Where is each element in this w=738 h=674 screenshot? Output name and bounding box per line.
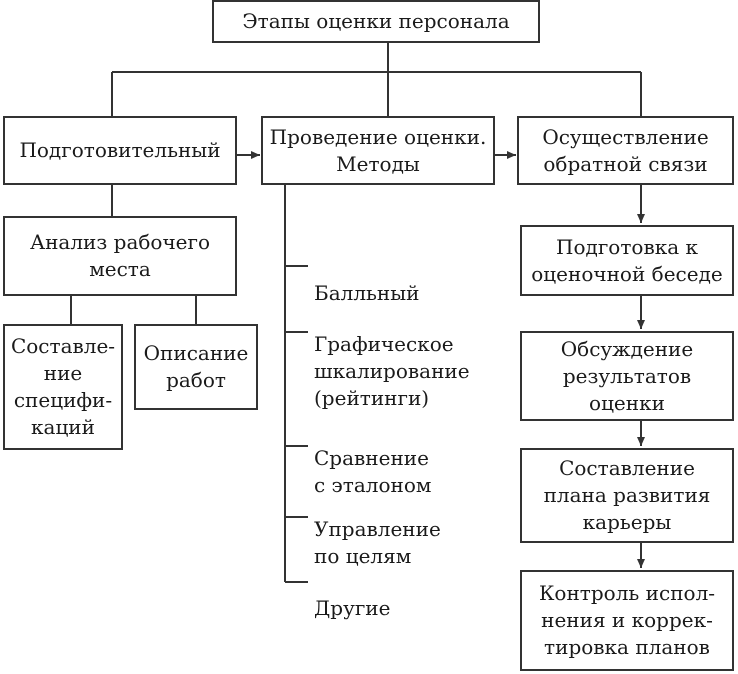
- feedback-step: Составление плана развития карьеры: [520, 448, 734, 543]
- method-item: Другие: [314, 568, 390, 649]
- feedback-step-label: Составление плана развития карьеры: [543, 456, 711, 534]
- stage-feedback: Осуществление обратной связи: [517, 116, 734, 185]
- feedback-step-label: Контроль испол- нения и коррек- тировка …: [538, 581, 716, 659]
- root-label: Этапы оценки персонала: [242, 9, 510, 33]
- feedback-step-label: Обсуждение результатов оценки: [560, 336, 694, 415]
- job-analysis-node: Анализ рабочего места: [3, 216, 237, 296]
- stage-feedback-label: Осуществление обратной связи: [542, 124, 709, 176]
- method-item: Сравнение с эталоном: [314, 418, 431, 526]
- method-item: Графическое шкалирование (рейтинги): [314, 304, 470, 439]
- method-label: Сравнение с эталоном: [314, 446, 432, 497]
- feedback-step-label: Подготовка к оценочной беседе: [531, 234, 723, 286]
- stage-assessment-label: Проведение оценки. Методы: [269, 124, 487, 176]
- method-label: Другие: [314, 596, 391, 620]
- job-description-node: Описание работ: [134, 324, 258, 410]
- feedback-step: Обсуждение результатов оценки: [520, 331, 734, 421]
- method-label: Балльный: [314, 281, 420, 305]
- feedback-step: Контроль испол- нения и коррек- тировка …: [520, 570, 734, 671]
- specifications-label: Составле- ние специфи- каций: [10, 334, 116, 439]
- stage-assessment: Проведение оценки. Методы: [261, 116, 495, 185]
- method-label: Графическое шкалирование (рейтинги): [314, 332, 470, 410]
- method-item: Управление по целям: [314, 489, 441, 597]
- specifications-node: Составле- ние специфи- каций: [3, 324, 123, 450]
- stage-preparatory: Подготовительный: [3, 116, 237, 185]
- method-label: Управление по целям: [314, 517, 441, 568]
- feedback-step: Подготовка к оценочной беседе: [520, 225, 734, 296]
- job-analysis-label: Анализ рабочего места: [29, 230, 211, 281]
- method-item: Балльный: [314, 253, 420, 334]
- stage-preparatory-label: Подготовительный: [19, 138, 221, 162]
- root-node: Этапы оценки персонала: [212, 0, 540, 43]
- job-description-label: Описание работ: [143, 341, 249, 392]
